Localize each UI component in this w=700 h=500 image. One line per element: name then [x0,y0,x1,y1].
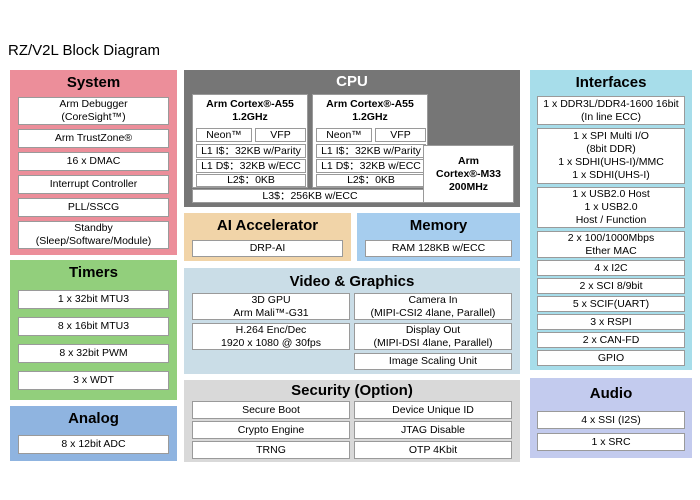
system-panel: System Arm Debugger (CoreSight™) Arm Tru… [10,70,177,255]
system-item-dmac: 16 x DMAC [18,152,169,171]
core-l2-cache: L2$：0KB [196,174,306,187]
analog-panel: Analog 8 x 12bit ADC [10,406,177,461]
video-item-image-scaling: Image Scaling Unit [354,353,512,370]
interfaces-item-gpio: GPIO [537,350,685,366]
video-graphics-panel: Video & Graphics 3D GPU Arm Mali™-G31 Ca… [184,268,520,374]
core-l1i-cache: L1 I$：32KB w/Parity [316,144,426,158]
core-neon: Neon™ [316,128,372,142]
memory-item-ram: RAM 128KB w/ECC [365,240,512,257]
core-l1d-cache: L1 D$：32KB w/ECC [316,159,426,173]
interfaces-item-rspi: 3 x RSPI [537,314,685,330]
interfaces-item-can-fd: 2 x CAN-FD [537,332,685,348]
security-item-jtag-disable: JTAG Disable [354,421,512,439]
core-l2-cache: L2$：0KB [316,174,426,187]
interfaces-panel: Interfaces 1 x DDR3L/DDR4-1600 16bit (In… [530,70,692,370]
cpu-title: CPU [336,73,368,90]
timers-item-pwm: 8 x 32bit PWM [18,344,169,363]
cpu-panel: CPU Arm Cortex®-A55 1.2GHz Neon™ VFP L1 … [184,70,520,207]
core-name: Arm Cortex®-A55 1.2GHz [206,98,294,123]
audio-panel: Audio 4 x SSI (I2S) 1 x SRC [530,378,692,458]
core-name: Arm Cortex®-A55 1.2GHz [326,98,414,123]
timers-title: Timers [69,264,118,281]
security-item-device-unique-id: Device Unique ID [354,401,512,419]
cpu-core-a55-1: Arm Cortex®-A55 1.2GHz Neon™ VFP L1 I$：3… [192,94,308,188]
cpu-l3-cache: L3$：256KB w/ECC [192,189,428,203]
video-item-display-out: Display Out (MIPI-DSI 4lane, Parallel) [354,323,512,350]
timers-item-wdt: 3 x WDT [18,371,169,390]
interfaces-item-scif: 5 x SCIF(UART) [537,296,685,312]
analog-item-adc: 8 x 12bit ADC [18,435,169,454]
cpu-core-a55-2: Arm Cortex®-A55 1.2GHz Neon™ VFP L1 I$：3… [312,94,428,188]
system-title: System [66,74,121,91]
ai-accelerator-title: AI Accelerator [216,217,319,234]
video-item-3d-gpu: 3D GPU Arm Mali™-G31 [192,293,350,320]
interfaces-item-ddr: 1 x DDR3L/DDR4-1600 16bit (In line ECC) [537,96,685,125]
system-item-standby: Standby (Sleep/Software/Module) [18,221,169,249]
security-panel: Security (Option) Secure Boot Device Uni… [184,380,520,462]
audio-title: Audio [589,385,633,402]
system-item-pll: PLL/SSCG [18,198,169,217]
analog-title: Analog [68,410,119,427]
video-item-camera-in: Camera In (MIPI-CSI2 4lane, Parallel) [354,293,512,320]
security-item-trng: TRNG [192,441,350,459]
video-graphics-title: Video & Graphics [289,273,415,290]
audio-item-ssi: 4 x SSI (I2S) [537,411,685,429]
security-item-otp: OTP 4Kbit [354,441,512,459]
core-neon: Neon™ [196,128,252,142]
interfaces-item-i2c: 4 x I2C [537,260,685,276]
timers-panel: Timers 1 x 32bit MTU3 8 x 16bit MTU3 8 x… [10,260,177,400]
core-vfp: VFP [255,128,306,142]
security-item-secure-boot: Secure Boot [192,401,350,419]
memory-panel: Memory RAM 128KB w/ECC [357,213,520,261]
security-title: Security (Option) [291,382,413,399]
interfaces-item-usb: 1 x USB2.0 Host 1 x USB2.0 Host / Functi… [537,187,685,228]
cpu-core-m33: Arm Cortex®-M33 200MHz [423,145,514,203]
interfaces-item-ether: 2 x 100/1000Mbps Ether MAC [537,231,685,258]
interfaces-title: Interfaces [575,74,647,91]
core-l1d-cache: L1 D$：32KB w/ECC [196,159,306,173]
audio-item-src: 1 x SRC [537,433,685,451]
memory-title: Memory [409,217,468,234]
core-vfp: VFP [375,128,426,142]
timers-item-16bit-mtu3: 8 x 16bit MTU3 [18,317,169,336]
security-item-crypto-engine: Crypto Engine [192,421,350,439]
core-l1i-cache: L1 I$：32KB w/Parity [196,144,306,158]
video-item-h264: H.264 Enc/Dec 1920 x 1080 @ 30fps [192,323,350,350]
interfaces-item-sci: 2 x SCI 8/9bit [537,278,685,294]
diagram-title: RZ/V2L Block Diagram [8,42,160,59]
ai-item-drp-ai: DRP-AI [192,240,343,257]
interfaces-item-spi-sdhi: 1 x SPI Multi I/O (8bit DDR) 1 x SDHI(UH… [537,128,685,184]
timers-item-32bit-mtu3: 1 x 32bit MTU3 [18,290,169,309]
ai-accelerator-panel: AI Accelerator DRP-AI [184,213,351,261]
system-item-interrupt-controller: Interrupt Controller [18,175,169,194]
system-item-arm-debugger: Arm Debugger (CoreSight™) [18,97,169,125]
system-item-trustzone: Arm TrustZone® [18,129,169,148]
